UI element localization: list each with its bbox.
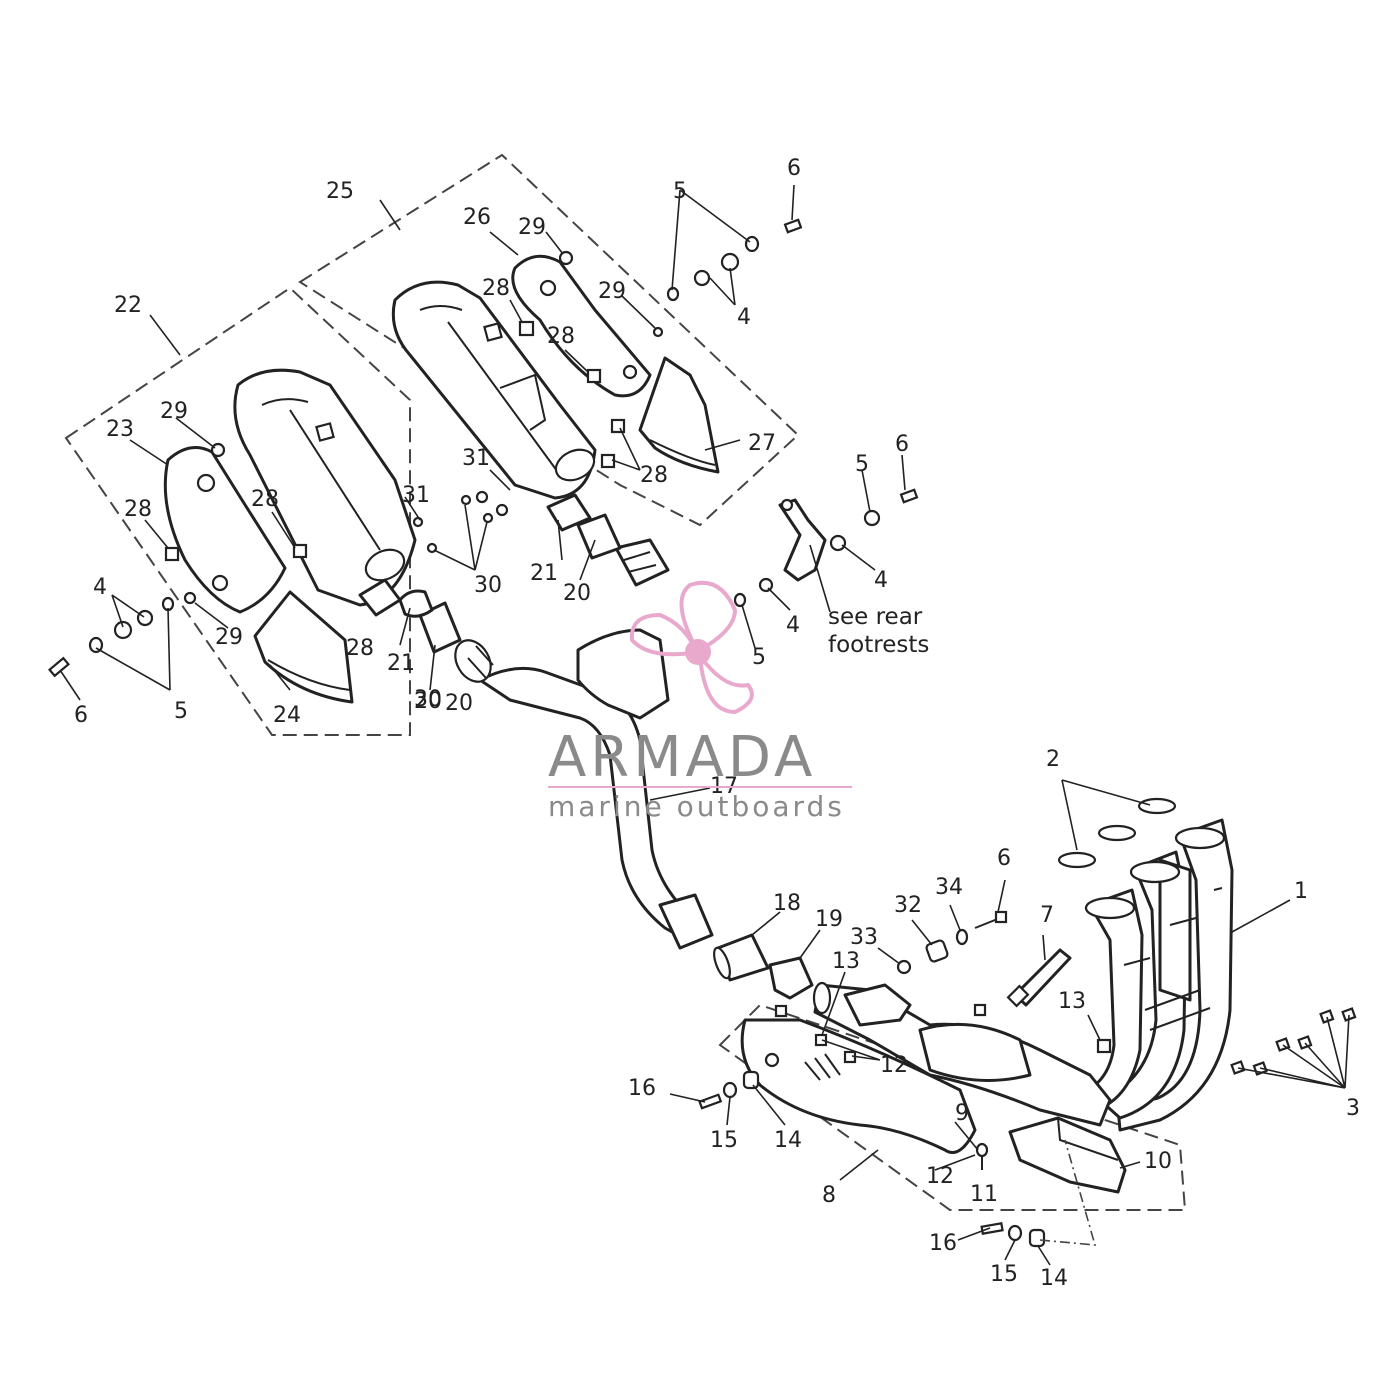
lower-heat-shield bbox=[740, 1018, 977, 1154]
callout-6: 6 bbox=[787, 156, 801, 181]
callout-15: 15 bbox=[710, 1128, 738, 1153]
callout-6: 6 bbox=[895, 432, 909, 457]
callout-labels: 1 2 3 4 4 4 4 5 5 5 5 6 6 6 6 7 8 9 10 1… bbox=[74, 156, 1360, 1291]
callout-29: 29 bbox=[160, 399, 188, 424]
callout-11: 11 bbox=[970, 1182, 998, 1207]
header-nuts bbox=[1230, 1007, 1357, 1076]
callout-31: 31 bbox=[402, 483, 430, 508]
leader-lines bbox=[59, 184, 1350, 1266]
watermark-brand: ARMADA bbox=[548, 725, 816, 790]
callout-14: 14 bbox=[774, 1128, 802, 1153]
callout-18: 18 bbox=[773, 891, 801, 916]
callout-9: 9 bbox=[955, 1101, 969, 1126]
clamp-and-sleeve bbox=[713, 933, 814, 1000]
left-heat-shield bbox=[163, 446, 287, 614]
callout-5: 5 bbox=[673, 179, 687, 204]
callout-14: 14 bbox=[1040, 1266, 1068, 1291]
callout-10: 10 bbox=[1144, 1149, 1172, 1174]
callout-22: 22 bbox=[114, 293, 142, 318]
callout-4: 4 bbox=[786, 613, 800, 638]
callout-29: 29 bbox=[518, 215, 546, 240]
callout-29: 29 bbox=[598, 279, 626, 304]
end-heat-shield bbox=[1008, 1116, 1127, 1194]
callout-21: 21 bbox=[530, 561, 558, 586]
callout-29: 29 bbox=[215, 625, 243, 650]
callout-28: 28 bbox=[251, 487, 279, 512]
callout-27: 27 bbox=[748, 431, 776, 456]
callout-32: 32 bbox=[894, 893, 922, 918]
callout-20: 20 bbox=[414, 689, 442, 714]
callout-26: 26 bbox=[463, 205, 491, 230]
footrest-bracket bbox=[778, 498, 827, 582]
gaskets bbox=[1057, 797, 1177, 869]
callout-13: 13 bbox=[832, 949, 860, 974]
callout-19: 19 bbox=[815, 907, 843, 932]
right-silencer bbox=[391, 280, 597, 500]
callout-12: 12 bbox=[880, 1053, 908, 1078]
callout-24: 24 bbox=[273, 703, 301, 728]
right-end-cap bbox=[638, 356, 720, 474]
lambda-sensor bbox=[1006, 948, 1072, 1008]
callout-33: 33 bbox=[850, 925, 878, 950]
left-silencer bbox=[233, 368, 417, 617]
small-fasteners-link bbox=[896, 910, 1008, 1017]
callout-2: 2 bbox=[1046, 747, 1060, 772]
callout-30: 30 bbox=[414, 687, 442, 712]
callout-31: 31 bbox=[462, 446, 490, 471]
callout-28: 28 bbox=[124, 497, 152, 522]
callout-30: 30 bbox=[474, 573, 502, 598]
callout-3: 3 bbox=[1346, 1096, 1360, 1121]
callout-5: 5 bbox=[855, 452, 869, 477]
callout-5: 5 bbox=[752, 645, 766, 670]
heat-shield-assembly-box bbox=[718, 1003, 1187, 1211]
small-fasteners-left bbox=[47, 442, 509, 678]
callout-6: 6 bbox=[997, 846, 1011, 871]
callout-12: 12 bbox=[926, 1164, 954, 1189]
catalyst-link-pipe bbox=[812, 981, 1112, 1127]
callout-28: 28 bbox=[482, 276, 510, 301]
callout-4: 4 bbox=[737, 305, 751, 330]
sleeves-clamps-left bbox=[398, 493, 622, 654]
callout-15: 15 bbox=[990, 1262, 1018, 1287]
lower-fasteners bbox=[698, 1004, 1112, 1248]
callout-16: 16 bbox=[929, 1231, 957, 1256]
callout-1: 1 bbox=[1294, 879, 1308, 904]
callout-5: 5 bbox=[174, 699, 188, 724]
small-fasteners-silencer bbox=[518, 218, 919, 608]
footrest-note-line1: see rear bbox=[828, 604, 923, 630]
watermark-tagline: marine outboards bbox=[548, 790, 845, 823]
callout-28: 28 bbox=[640, 463, 668, 488]
callout-23: 23 bbox=[106, 417, 134, 442]
armada-watermark: ARMADA marine outboards bbox=[548, 580, 852, 823]
callout-28: 28 bbox=[346, 636, 374, 661]
callout-8: 8 bbox=[822, 1183, 836, 1208]
callout-7: 7 bbox=[1040, 903, 1054, 928]
callout-28: 28 bbox=[547, 324, 575, 349]
silencer-assembly-box-left bbox=[64, 286, 411, 736]
right-heat-shield bbox=[511, 254, 652, 398]
callout-6: 6 bbox=[74, 703, 88, 728]
callout-34: 34 bbox=[935, 875, 963, 900]
footrest-note-line2: footrests bbox=[828, 632, 929, 658]
fastener-centerline bbox=[1039, 1139, 1097, 1246]
callout-21: 21 bbox=[387, 651, 415, 676]
mid-pipe bbox=[454, 538, 714, 950]
propeller-hub bbox=[685, 639, 711, 665]
callout-13: 13 bbox=[1058, 989, 1086, 1014]
callout-16: 16 bbox=[628, 1076, 656, 1101]
propeller-logo bbox=[629, 580, 754, 715]
left-end-cap bbox=[253, 590, 354, 704]
callout-20: 20 bbox=[563, 581, 591, 606]
callout-25: 25 bbox=[326, 179, 354, 204]
callout-4: 4 bbox=[874, 568, 888, 593]
callout-4: 4 bbox=[93, 575, 107, 600]
header-pipes bbox=[1082, 818, 1234, 1132]
callout-20: 20 bbox=[445, 691, 473, 716]
